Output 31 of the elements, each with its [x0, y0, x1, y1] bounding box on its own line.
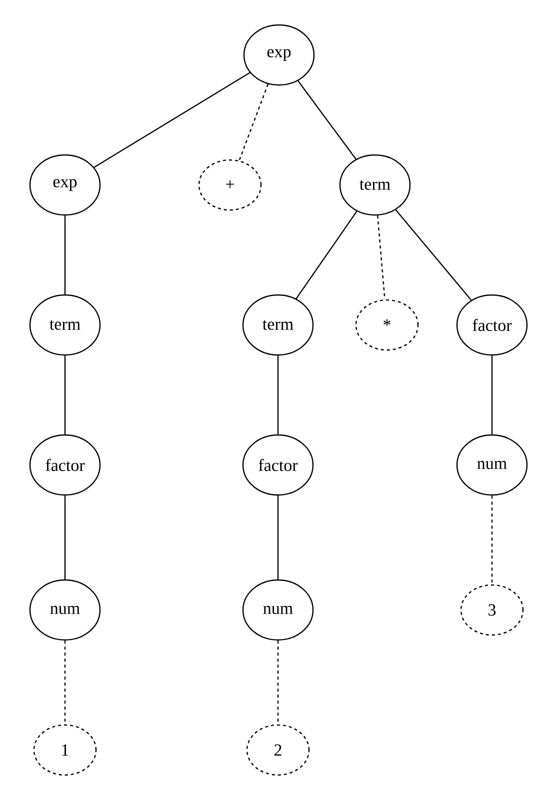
tree-line	[277, 640, 279, 724]
ellipse-node: term	[29, 294, 101, 356]
tree-line	[64, 216, 66, 294]
tree-line	[491, 496, 493, 584]
tree-line	[64, 356, 66, 434]
dashed-ellipse-node: 3	[460, 584, 524, 636]
tree-line	[277, 496, 279, 580]
dashed-ellipse-node: 1	[33, 724, 97, 776]
ellipse-node: term	[242, 294, 314, 356]
tree-line	[64, 640, 66, 724]
tree-line	[238, 84, 269, 161]
ellipse-node: exp	[29, 154, 101, 216]
dashed-ellipse-node: +	[198, 159, 262, 211]
tree-line	[377, 215, 386, 300]
tree-line	[94, 72, 250, 168]
tree-line	[296, 210, 358, 300]
tree-line	[395, 209, 472, 301]
ellipse-node: factor	[29, 434, 101, 496]
ellipse-node: num	[456, 434, 528, 496]
dashed-ellipse-node: 2	[246, 724, 310, 776]
dashed-ellipse-node: *	[355, 299, 419, 351]
ellipse-node: num	[29, 579, 101, 641]
ellipse-node: num	[242, 579, 314, 641]
tree-line	[277, 356, 279, 434]
ellipse-node: factor	[456, 294, 528, 356]
ellipse-node: factor	[242, 434, 314, 496]
tree-line	[64, 496, 66, 580]
tree-line	[491, 356, 493, 434]
tree-line	[298, 80, 356, 160]
ellipse-node: exp	[243, 24, 315, 86]
ellipse-node: term	[339, 154, 411, 216]
